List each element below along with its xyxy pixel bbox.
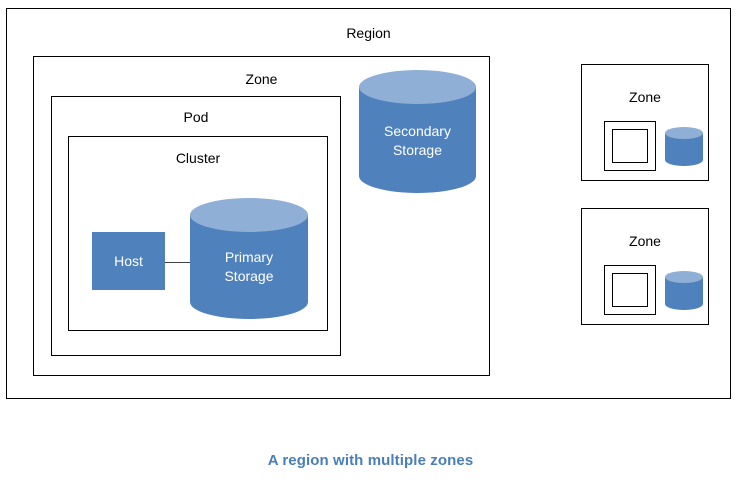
zone-label-secondary-2: Zone (629, 233, 661, 249)
zone-container-secondary-1: Zone (581, 64, 709, 181)
secondary-storage-label-line1: Secondary (384, 123, 451, 139)
storage-glyph-zone-2 (665, 271, 703, 310)
region-container: Region (6, 8, 731, 399)
cylinder-top-ellipse (190, 198, 308, 232)
primary-storage-label: Primary Storage (190, 248, 308, 286)
secondary-storage-cylinder: Secondary Storage (359, 70, 476, 193)
zone-container-primary: Zone (33, 56, 490, 376)
cylinder-top-ellipse (665, 127, 703, 139)
host-to-primary-storage-connector (165, 262, 197, 263)
pod-container: Pod (51, 96, 341, 356)
pod-glyph-zone-2 (604, 265, 656, 315)
host-node: Host (92, 232, 165, 290)
cluster-glyph-zone-1 (612, 129, 648, 163)
host-label: Host (114, 253, 143, 269)
pod-label: Pod (183, 109, 209, 125)
primary-storage-label-line2: Storage (224, 268, 274, 284)
secondary-storage-label-line2: Storage (392, 142, 443, 158)
primary-storage-label-line1: Primary (224, 249, 274, 265)
cluster-glyph-zone-2 (612, 273, 648, 307)
diagram-caption: A region with multiple zones (267, 452, 474, 469)
cluster-label: Cluster (175, 150, 221, 166)
cluster-container: Cluster (68, 136, 328, 331)
primary-storage-cylinder: Primary Storage (190, 198, 308, 319)
storage-glyph-zone-1 (665, 127, 703, 166)
pod-glyph-zone-1 (604, 121, 656, 171)
region-label: Region (346, 25, 391, 41)
zone-label-primary: Zone (245, 71, 278, 87)
zone-container-secondary-2: Zone (581, 208, 709, 325)
cylinder-top-ellipse (665, 271, 703, 283)
secondary-storage-label: Secondary Storage (359, 122, 476, 160)
cylinder-top-ellipse (359, 70, 476, 104)
zone-label-secondary-1: Zone (629, 89, 661, 105)
